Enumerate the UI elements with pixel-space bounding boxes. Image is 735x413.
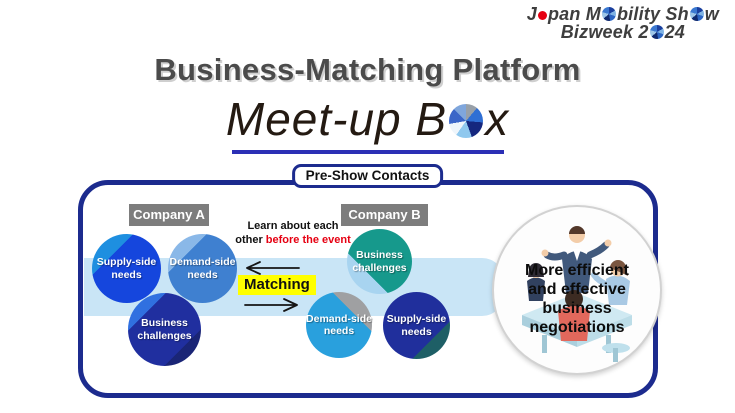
matching-badge: Matching — [238, 275, 316, 295]
result-text: More efficient and effective business ne… — [494, 262, 660, 338]
bubble-company-a-demand: Demand-side needs — [168, 234, 237, 303]
result-text-line: business — [542, 299, 612, 317]
bubble-company-b-demand: Demand-side needs — [306, 292, 372, 358]
bubble-company-a-challenges: Business challenges — [128, 293, 201, 366]
logo-text: J — [526, 4, 537, 24]
pinwheel-icon — [601, 7, 616, 21]
bubble-company-a-supply: Supply-side needs — [92, 234, 161, 303]
learn-line2-red: before the event — [265, 233, 351, 246]
pie-chart-icon — [449, 104, 484, 138]
bubble-label: Business challenges — [137, 317, 192, 342]
subtitle-underline — [231, 150, 504, 154]
logo-text: pan M — [547, 4, 601, 24]
business-meeting-illustration — [522, 226, 632, 362]
result-text-line: More efficient — [524, 262, 629, 279]
company-a-label: Company A — [129, 204, 209, 226]
event-logo-line2: Bizweek 2 24 — [527, 23, 719, 41]
arrow-right-icon — [244, 298, 298, 312]
bubble-label: Supply-side needs — [96, 256, 157, 281]
bubble-label: Business challenges — [352, 249, 407, 274]
learn-line2: other before the event — [223, 234, 363, 248]
company-b-label: Company B — [341, 204, 428, 226]
page-title: Business-Matching Platform — [154, 52, 581, 87]
result-text-line: negotiations — [529, 318, 625, 336]
logo-text: 24 — [664, 22, 686, 43]
product-name-text: x — [485, 93, 510, 145]
product-name: Meet-up B x — [0, 92, 735, 146]
learn-annotation: Learn about each other before the event — [223, 220, 363, 248]
learn-line1: Learn about each — [247, 220, 339, 232]
pinwheel-icon — [689, 7, 704, 21]
red-dot-icon — [537, 11, 547, 20]
pinwheel-icon — [649, 25, 664, 40]
result-circle: More efficient and effective business ne… — [492, 205, 662, 375]
arrow-left-icon — [246, 261, 300, 275]
result-text-line: and effective — [528, 280, 626, 298]
product-name-text: Meet-up B — [225, 93, 448, 145]
logo-text: Bizweek 2 — [560, 22, 649, 43]
bubble-label: Demand-side needs — [169, 256, 236, 281]
pre-show-contacts-label: Pre-Show Contacts — [291, 164, 444, 188]
bubble-label: Supply-side needs — [386, 313, 447, 338]
logo-text: bility Sh — [616, 4, 689, 24]
bubble-company-b-supply: Supply-side needs — [383, 292, 450, 359]
learn-line2-black: other — [235, 233, 263, 246]
bubble-company-b-challenges: Business challenges — [347, 229, 412, 294]
bubble-label: Demand-side needs — [306, 312, 372, 337]
logo-text: w — [704, 4, 719, 24]
